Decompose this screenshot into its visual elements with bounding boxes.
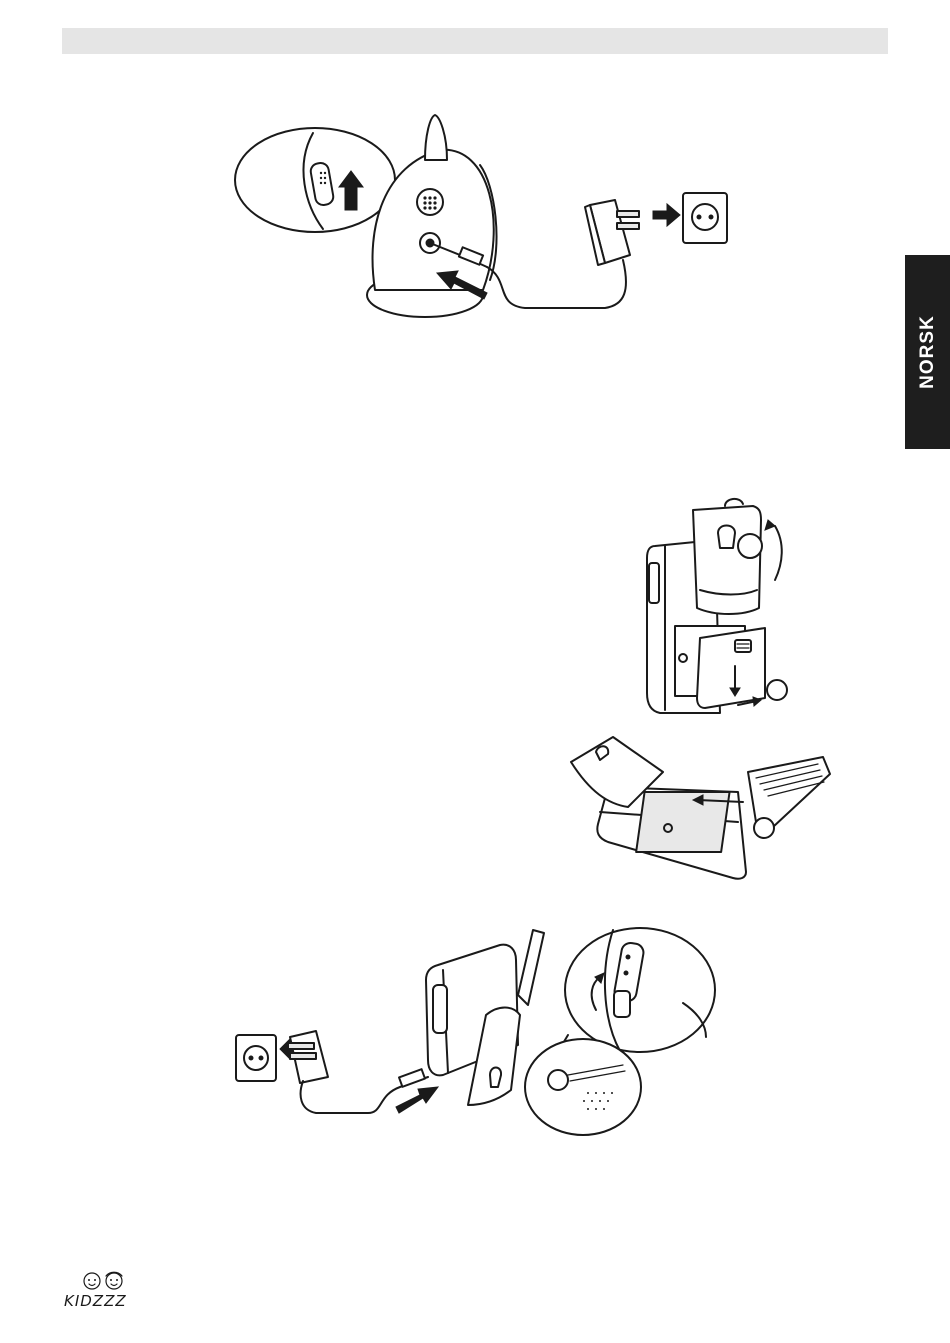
header-bar bbox=[62, 28, 888, 54]
power-adapter-icon bbox=[288, 1031, 328, 1083]
power-adapter-icon bbox=[585, 200, 639, 265]
kids-faces-icon bbox=[80, 1270, 140, 1292]
language-tab[interactable]: NORSK bbox=[905, 255, 950, 449]
language-tab-label: NORSK bbox=[917, 315, 939, 389]
monitor-open-icon bbox=[571, 737, 746, 879]
wall-socket-icon bbox=[236, 1035, 276, 1081]
arrow-icon bbox=[396, 1087, 438, 1113]
camera-unit-icon bbox=[367, 115, 497, 317]
belt-clip-icon bbox=[693, 499, 762, 614]
battery-insert-figure bbox=[568, 732, 833, 882]
logo-text: KIDZZZ bbox=[64, 1292, 127, 1310]
monitor-charging-figure bbox=[228, 925, 723, 1140]
arrow-icon bbox=[775, 526, 782, 580]
wall-socket-icon bbox=[683, 193, 727, 243]
battery-cover-icon bbox=[697, 628, 765, 708]
camera-setup-figure bbox=[225, 105, 735, 330]
battery-cover-figure bbox=[635, 498, 810, 733]
arrow-icon bbox=[653, 204, 680, 226]
kidzzz-logo: KIDZZZ bbox=[60, 1270, 150, 1320]
switch-magnifier-icon bbox=[525, 1039, 641, 1135]
